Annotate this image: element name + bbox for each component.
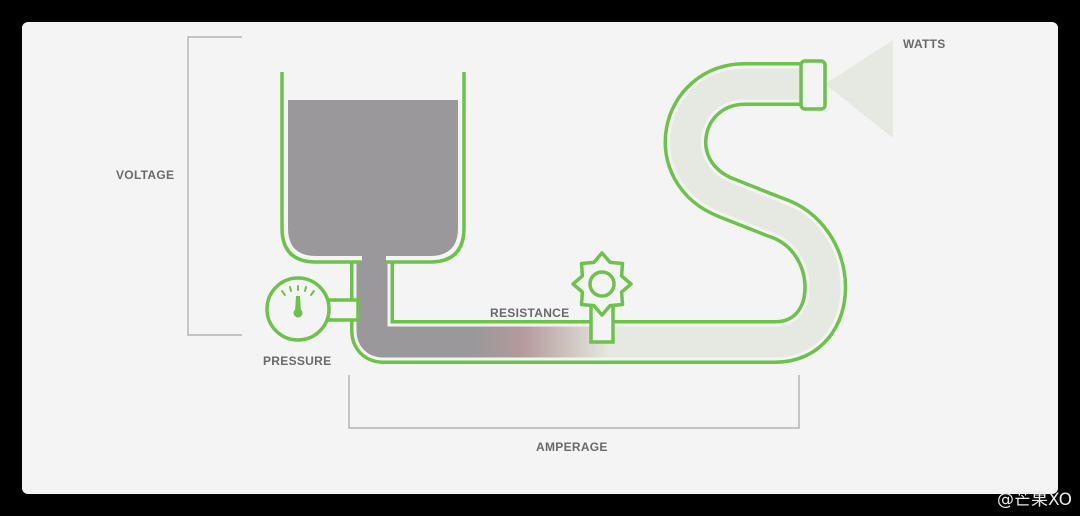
tank-water [288, 100, 458, 326]
voltage-label: VOLTAGE [116, 168, 175, 182]
water-flow [356, 68, 841, 358]
watts-spray-cone [825, 40, 893, 138]
nozzle-cap [799, 59, 827, 111]
watts-label: WATTS [903, 37, 946, 51]
gauge-connector [324, 298, 360, 322]
amperage-bracket [348, 375, 800, 429]
gauge-ticks [281, 285, 315, 296]
gauge-needle [295, 296, 301, 312]
pressure-label: PRESSURE [263, 354, 332, 368]
resistance-label: RESISTANCE [490, 306, 570, 320]
amperage-label: AMPERAGE [536, 440, 608, 454]
voltage-bracket [187, 36, 242, 336]
watermark: @芒果XO [997, 490, 1072, 510]
